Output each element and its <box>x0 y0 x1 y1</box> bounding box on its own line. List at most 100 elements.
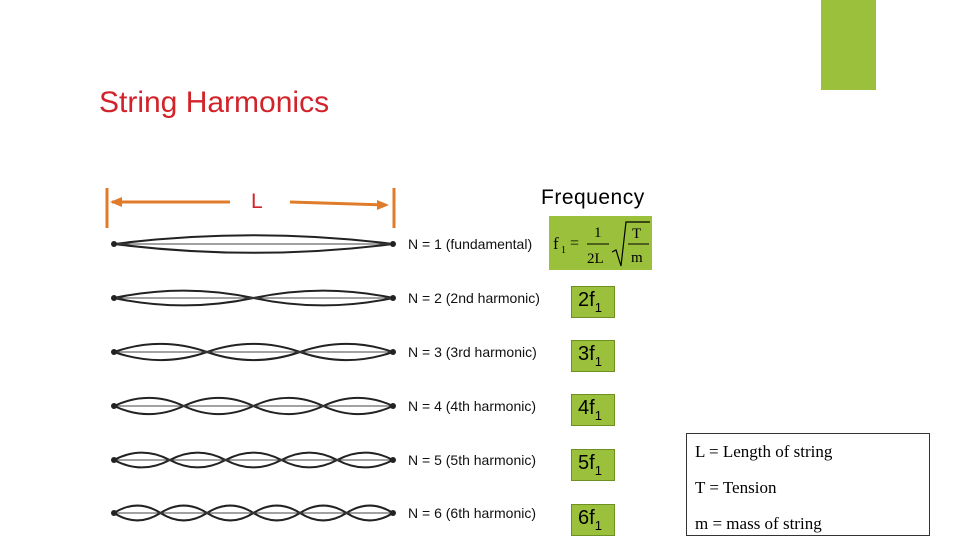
legend-length: L = Length of string <box>695 442 833 461</box>
standing-waves <box>111 234 396 522</box>
wave-loop-upper <box>322 396 394 407</box>
wave-loop-lower <box>225 459 282 469</box>
frequency-box-4: 4f1 <box>571 394 615 426</box>
legend-tension: T = Tension <box>695 478 777 497</box>
string-node <box>390 510 396 516</box>
string-node <box>390 457 396 463</box>
wave-loop-lower <box>159 512 208 522</box>
wave-loop-upper <box>113 342 208 353</box>
wave-loop-upper <box>336 451 394 461</box>
formula-lhs: f <box>553 234 559 253</box>
wave-loop-upper <box>299 504 348 514</box>
wave-loop-lower <box>336 459 394 469</box>
string-node <box>111 349 117 355</box>
string-node <box>390 295 396 301</box>
wave-mode-4 <box>111 396 396 416</box>
wave-loop-upper <box>225 451 282 461</box>
mode-label-5: N = 5 (5th harmonic) <box>408 452 536 468</box>
frequency-box-6: 6f1 <box>571 504 615 536</box>
formula-equals: = <box>570 235 579 252</box>
frequency-value: 2f <box>578 289 595 311</box>
wave-loop-lower <box>113 351 208 362</box>
wave-loop-upper <box>113 234 394 245</box>
string-node <box>111 403 117 409</box>
wave-loop-upper <box>280 451 338 461</box>
wave-loop-upper <box>206 342 301 353</box>
frequency-subscript: 1 <box>594 408 602 423</box>
string-node <box>111 295 117 301</box>
frequency-subscript: 1 <box>594 354 602 369</box>
wave-loop-upper <box>252 504 301 514</box>
wave-loop-lower <box>345 512 394 522</box>
wave-loop-lower <box>206 512 255 522</box>
formula-frac-num: 1 <box>594 225 602 241</box>
mode-label-4: N = 4 (4th harmonic) <box>408 398 536 414</box>
variable-legend: L = Length of string T = Tension m = mas… <box>686 433 930 536</box>
wave-loop-lower <box>253 297 394 307</box>
mode-label-3: N = 3 (3rd harmonic) <box>408 344 537 360</box>
frequency-value: 3f <box>578 343 595 365</box>
wave-loop-lower <box>206 351 301 362</box>
wave-loop-lower <box>299 512 348 522</box>
formula-root-num: T <box>632 226 641 242</box>
wave-loop-lower <box>169 459 227 469</box>
slide-title: String Harmonics <box>99 86 330 119</box>
wave-mode-5 <box>111 451 396 469</box>
frequency-subscript: 1 <box>594 463 602 478</box>
formula-root-sign <box>611 221 650 267</box>
wave-mode-6 <box>111 504 396 522</box>
mode-label-6: N = 6 (6th harmonic) <box>408 505 536 521</box>
wave-loop-upper <box>253 396 324 407</box>
wave-loop-upper <box>159 504 208 514</box>
wave-loop-upper <box>253 289 394 299</box>
string-node <box>390 349 396 355</box>
fundamental-formula: f 1 = 1 2L T m <box>549 216 652 270</box>
length-arrowhead-right <box>377 200 389 210</box>
frequency-value: 4f <box>578 397 595 419</box>
wave-loop-lower <box>252 512 301 522</box>
string-node <box>111 241 117 247</box>
accent-bar <box>821 0 876 90</box>
wave-loop-lower <box>253 405 324 416</box>
wave-loop-lower <box>299 351 394 362</box>
wave-loop-upper <box>345 504 394 514</box>
wave-loop-upper <box>169 451 227 461</box>
wave-loop-lower <box>322 405 394 416</box>
frequency-box-3: 3f1 <box>571 340 615 372</box>
frequency-value: 5f <box>578 452 595 474</box>
string-node <box>390 241 396 247</box>
frequency-box-5: 5f1 <box>571 449 615 481</box>
wave-loop-upper <box>113 451 171 461</box>
wave-loop-lower <box>113 459 171 469</box>
formula-lhs-sub: 1 <box>561 245 566 256</box>
mode-labels: N = 1 (fundamental) N = 2 (2nd harmonic) N… <box>408 236 540 521</box>
mode-label-2: N = 2 (2nd harmonic) <box>408 290 540 306</box>
wave-loop-upper <box>113 396 185 407</box>
wave-loop-upper <box>206 504 255 514</box>
mode-label-1: N = 1 (fundamental) <box>408 236 532 252</box>
wave-loop-lower <box>113 512 162 522</box>
frequency-box-2: 2f1 <box>571 286 615 318</box>
frequency-heading: Frequency <box>541 186 645 209</box>
legend-mass: m = mass of string <box>695 514 822 533</box>
string-node <box>111 457 117 463</box>
wave-loop-lower <box>280 459 338 469</box>
formula-frac-den: 2L <box>587 251 604 267</box>
length-arrow-right <box>289 200 387 207</box>
wave-loop-upper <box>113 289 254 299</box>
wave-loop-lower <box>113 297 254 307</box>
wave-mode-2 <box>111 289 396 307</box>
wave-mode-3 <box>111 342 396 362</box>
formula-root-den: m <box>631 250 643 266</box>
frequency-value: 6f <box>578 507 595 529</box>
wave-mode-1 <box>111 234 396 254</box>
string-node <box>390 403 396 409</box>
wave-loop-upper <box>299 342 394 353</box>
wave-loop-lower <box>113 243 394 254</box>
frequency-subscript: 1 <box>594 300 602 315</box>
wave-loop-lower <box>113 405 185 416</box>
wave-loop-upper <box>183 396 254 407</box>
length-arrowhead-left <box>110 197 122 207</box>
frequency-subscript: 1 <box>594 518 602 533</box>
